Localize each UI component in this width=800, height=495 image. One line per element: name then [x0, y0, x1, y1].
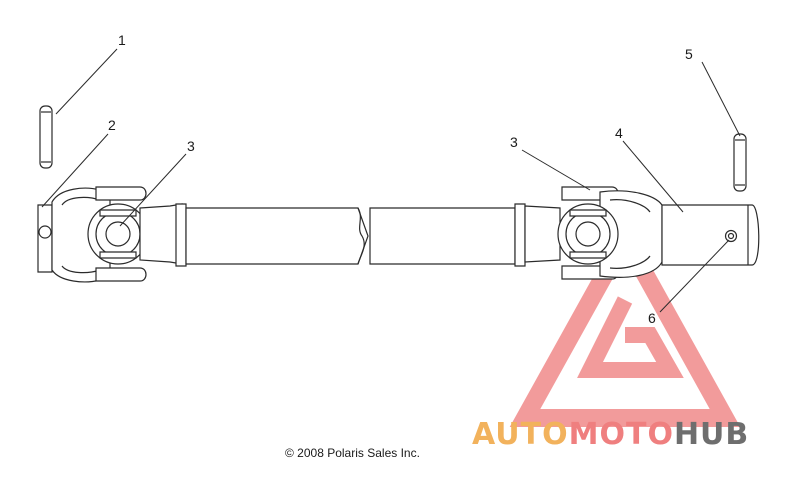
watermark-part-auto: AUTO — [472, 417, 569, 452]
leader-line-5 — [701, 61, 741, 137]
leader-lines — [41, 48, 741, 313]
leader-line-1 — [55, 48, 118, 115]
callout-1: 1 — [118, 32, 126, 48]
leader-line-4 — [622, 140, 684, 213]
leader-line-6 — [659, 239, 730, 313]
callout-4: 4 — [615, 125, 623, 141]
watermark-part-hub: HUB — [674, 417, 749, 452]
watermark-part-moto: MOTO — [569, 417, 674, 452]
callout-6: 6 — [648, 310, 656, 326]
watermark-wordmark: AUTOMOTOHUB — [472, 417, 749, 452]
callout-3-right: 3 — [510, 134, 518, 150]
callout-3-left: 3 — [187, 138, 195, 154]
roll-pin-5 — [733, 133, 747, 192]
leader-line-2 — [41, 133, 109, 208]
roll-pin-1 — [39, 105, 53, 169]
watermark-logo-icon — [509, 219, 741, 427]
callout-2: 2 — [108, 117, 116, 133]
callout-5: 5 — [685, 46, 693, 62]
leader-line-3b — [521, 149, 591, 191]
copyright-notice: © 2008 Polaris Sales Inc. — [285, 446, 420, 460]
drive-shaft-assembly — [37, 186, 760, 283]
leader-line-3a — [119, 153, 187, 227]
